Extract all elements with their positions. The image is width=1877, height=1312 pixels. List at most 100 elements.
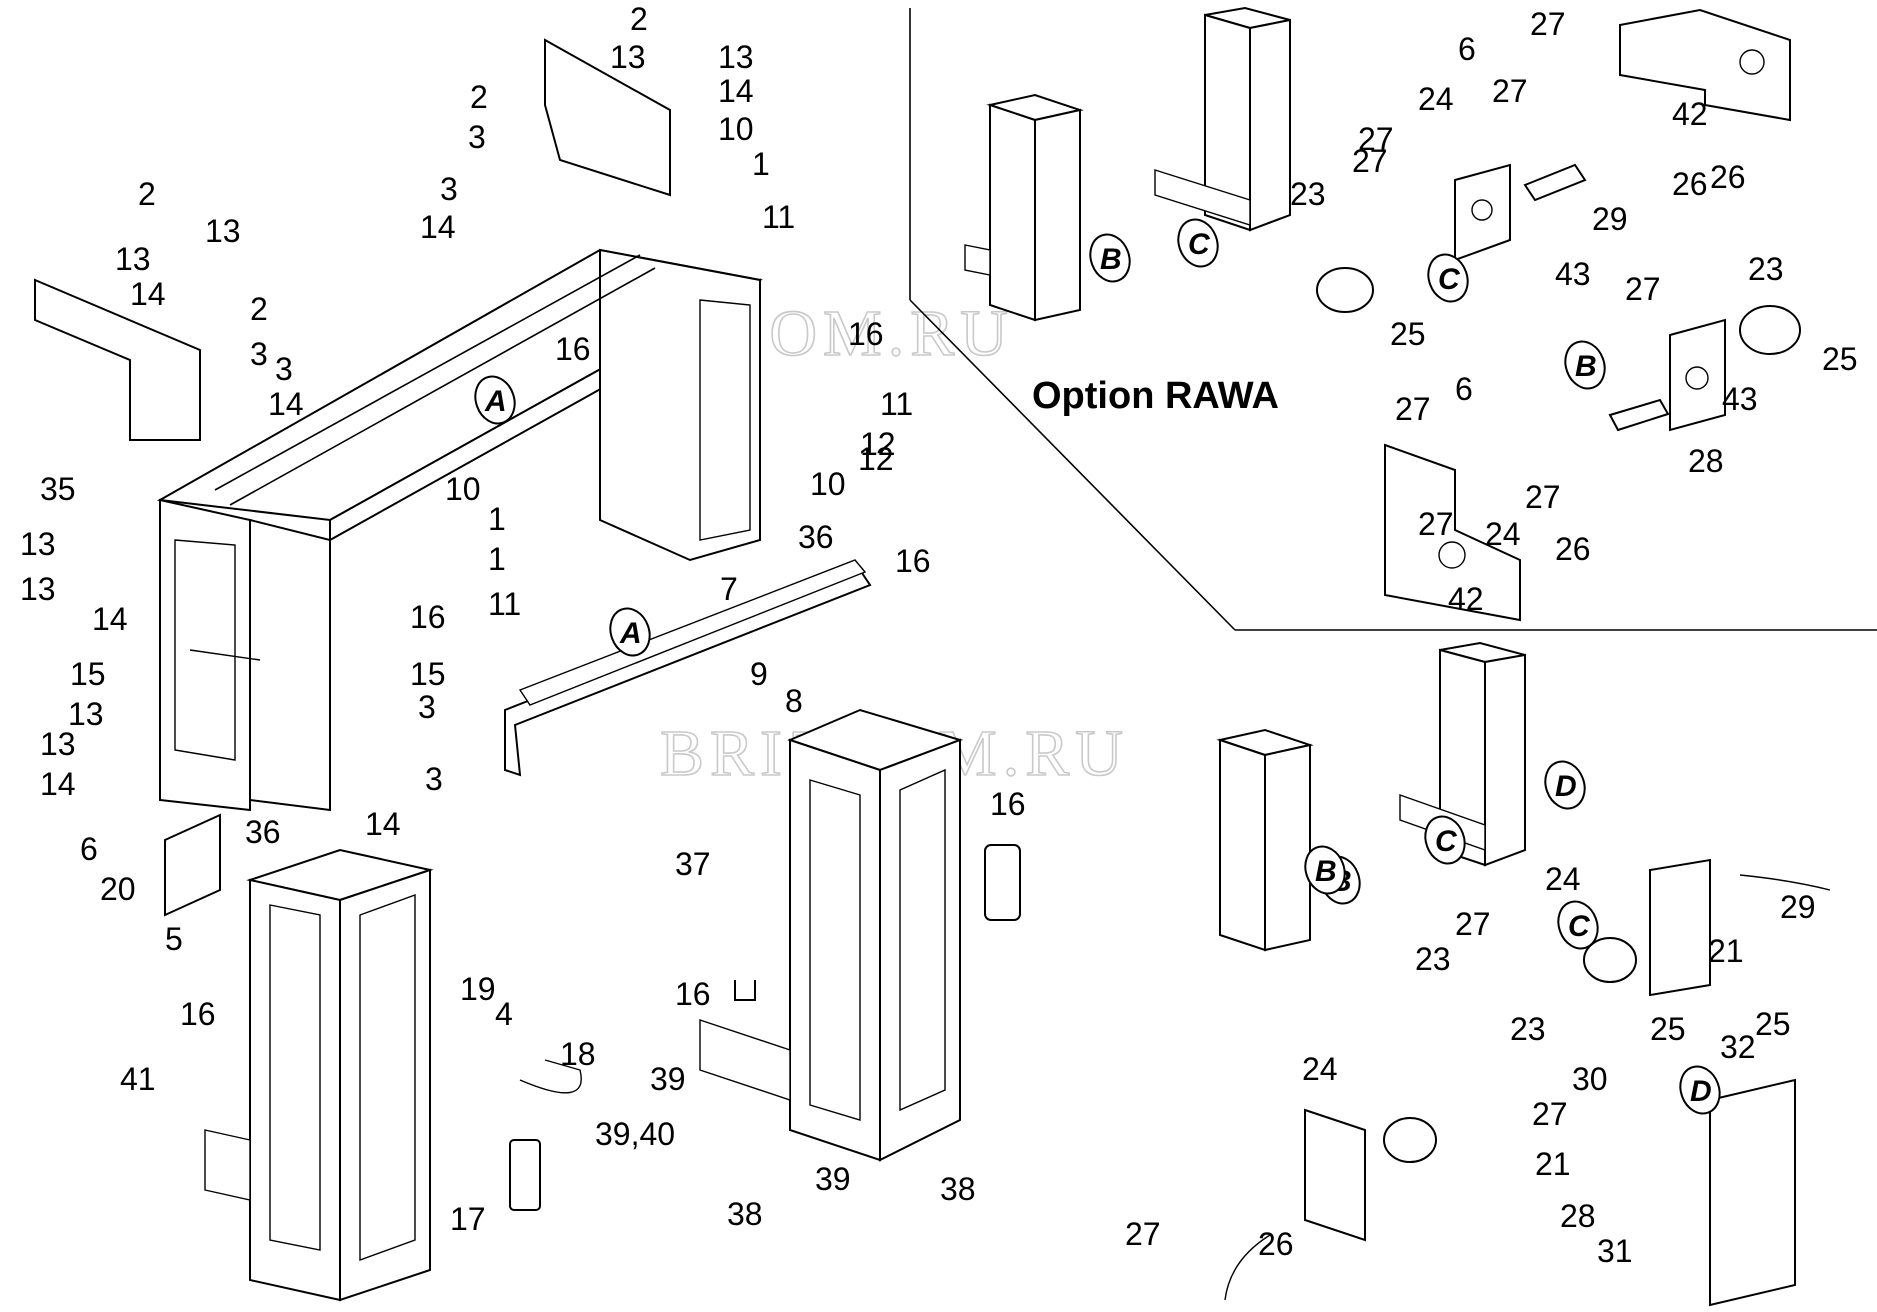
part-callout-label: 10 <box>810 466 846 502</box>
part-callout-label: 1 <box>488 501 506 537</box>
sensor-cable-29 <box>1739 874 1831 891</box>
part-callout-label: 16 <box>180 996 216 1032</box>
u-bolt <box>519 1059 582 1094</box>
part-callout-label: 7 <box>720 571 738 607</box>
part-callout-label: 1 <box>752 146 770 182</box>
part-callout-label: 10 <box>445 471 481 507</box>
part-callout-label: 43 <box>1722 381 1758 417</box>
plate-21-upper <box>1649 858 1711 997</box>
part-callout-label: 42 <box>1448 581 1484 617</box>
part-callout-label: 27 <box>1395 391 1431 427</box>
part-callout-label: 39,40 <box>595 1116 675 1152</box>
part-callout-label: 13 <box>115 241 151 277</box>
part-callout-label: 20 <box>100 871 136 907</box>
lower-column-middle <box>699 708 964 1162</box>
part-callout-label: 17 <box>450 1201 486 1237</box>
part-callout-label: 12 <box>860 426 896 462</box>
lower-column-left <box>204 848 434 1302</box>
part-callout-label: 28 <box>1688 443 1724 479</box>
bracket-42-lower <box>1384 443 1521 622</box>
part-callout-label: 5 <box>165 921 183 957</box>
plate-hole <box>1471 199 1493 221</box>
part-callout-label: 16 <box>410 599 446 635</box>
detail-marker-letter: C <box>1435 825 1458 858</box>
rawa-column-c <box>1154 6 1291 232</box>
cable-gland-25-top <box>1316 267 1374 313</box>
detail-marker: A <box>474 375 516 425</box>
column-b-lower <box>1216 728 1314 952</box>
detail-marker: C <box>1557 900 1599 950</box>
part-callout-label: 26 <box>1672 166 1708 202</box>
part-callout-label: 9 <box>750 656 768 692</box>
part-callout-label: 43 <box>1555 256 1591 292</box>
part-callout-label: 15 <box>410 656 446 692</box>
part-callout-label: 27 <box>1125 1216 1161 1252</box>
part-callout-label: 27 <box>1532 1096 1568 1132</box>
part-callout-label: 8 <box>785 683 803 719</box>
part-callout-label: 16 <box>555 331 591 367</box>
sensor-29-top <box>1523 163 1587 202</box>
cable-gland-25-mid <box>1739 305 1801 355</box>
part-callout-label: 13 <box>20 526 56 562</box>
part-callout-label: 24 <box>1485 516 1521 552</box>
cable-gland-25-lower <box>1583 937 1637 983</box>
detail-marker: A <box>609 607 651 657</box>
part-callout-label: 11 <box>880 386 913 422</box>
part-callout-label: 26 <box>1258 1226 1294 1262</box>
part-callout-label: 21 <box>1708 933 1744 969</box>
part-callout-label: 27 <box>1358 121 1394 157</box>
detail-marker-letter: B <box>1575 350 1597 383</box>
part-callout-label: 26 <box>1710 159 1746 195</box>
part-callout-label: 27 <box>1352 143 1388 179</box>
part-callout-label: 13 <box>40 726 76 762</box>
part-callout-label: 19 <box>460 971 496 1007</box>
part-callout-label: 24 <box>1418 81 1454 117</box>
detail-marker: D <box>1679 1065 1721 1115</box>
part-callout-label: 38 <box>940 1171 976 1207</box>
detail-marker-letter: B <box>1100 243 1122 276</box>
part-callout-label: 14 <box>130 276 166 312</box>
part-callout-label: 15 <box>70 656 106 692</box>
part-callout-label: 3 <box>250 336 268 372</box>
part-callout-label: 14 <box>365 806 401 842</box>
part-callout-label: 21 <box>1535 1146 1571 1182</box>
part-callout-label: 3 <box>425 761 443 797</box>
part-callout-label: 13 <box>68 696 104 732</box>
part-callout-label: 3 <box>468 119 486 155</box>
part-callout-label: 38 <box>727 1196 763 1232</box>
part-callout-label: 14 <box>718 73 754 109</box>
part-callout-label: 37 <box>675 846 711 882</box>
part-callout-label: 14 <box>268 386 304 422</box>
part-callout-label: 18 <box>560 1036 596 1072</box>
part-callout-label: 27 <box>1492 73 1528 109</box>
detail-marker: D <box>1544 760 1586 810</box>
part-callout-label: 10 <box>718 111 754 147</box>
detail-marker-letter: C <box>1438 263 1461 296</box>
part-callout-label: 14 <box>40 766 76 802</box>
part-callout-label: 25 <box>1822 341 1858 377</box>
detail-marker: C <box>1427 253 1469 303</box>
cable-guide-tray-lip <box>518 559 867 706</box>
bracket-hole <box>1438 541 1466 569</box>
part-callout-label: 1 <box>488 541 506 577</box>
bracket-42-top <box>1619 8 1791 122</box>
part-callout-label: 36 <box>245 814 281 850</box>
bracket-hole <box>1739 49 1765 75</box>
part-callout-label: 36 <box>798 519 834 555</box>
detail-marker: C <box>1177 218 1219 268</box>
option-title: Option RAWA <box>1032 375 1279 417</box>
detail-marker: C <box>1424 815 1466 865</box>
part-callout-label: 35 <box>40 471 76 507</box>
part-callout-label: 16 <box>895 543 931 579</box>
rubber-pad <box>984 844 1021 921</box>
part-callout-label: 23 <box>1748 251 1784 287</box>
part-callout-label: 16 <box>848 316 884 352</box>
part-callout-label: 2 <box>138 176 156 212</box>
detail-marker: B <box>1304 845 1346 895</box>
part-callout-label: 2 <box>250 291 268 327</box>
part-callout-label: 12 <box>858 441 894 477</box>
part-callout-label: 16 <box>675 976 711 1012</box>
part-callout-label: 41 <box>120 1061 156 1097</box>
part-callout-label: 26 <box>1555 531 1591 567</box>
